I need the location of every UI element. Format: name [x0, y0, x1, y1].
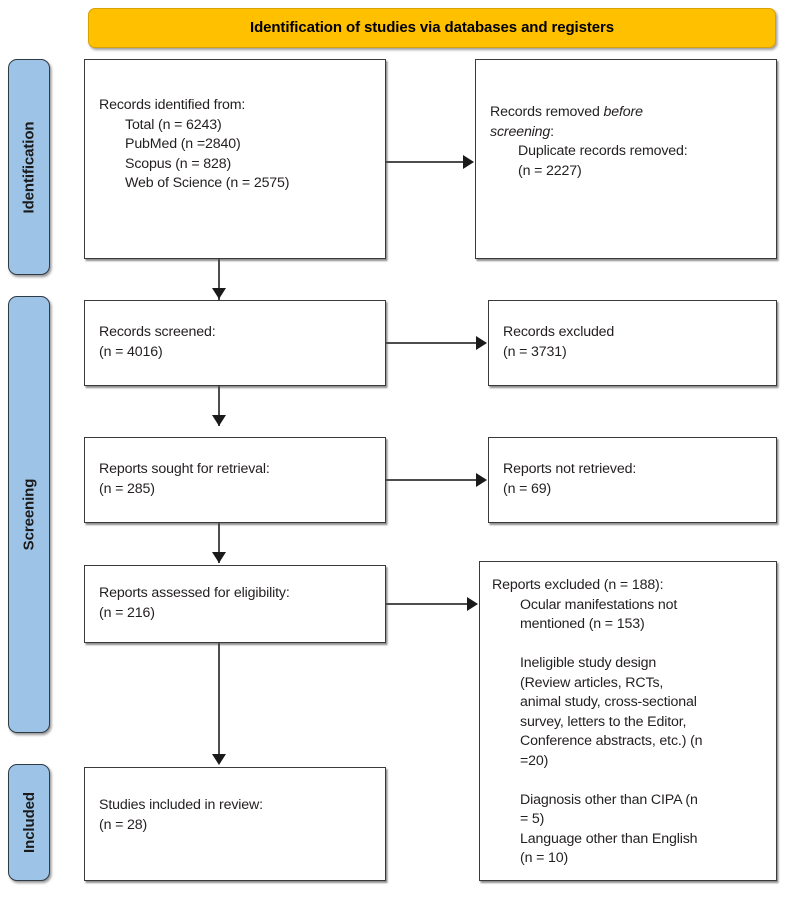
- reports-excluded-spacer-1: [492, 635, 770, 655]
- reports-excluded-r1-l2: mentioned (n = 153): [520, 616, 645, 632]
- box-records-identified: Records identified from: Total (n = 6243…: [84, 59, 386, 259]
- banner-title: Identification of studies via databases …: [250, 18, 614, 36]
- records-identified-line-1: Total (n = 6243): [125, 116, 222, 133]
- records-excluded-line-1: (n = 3731): [503, 343, 567, 360]
- records-removed-text-screening: screening: [490, 123, 551, 140]
- reports-excluded-spacer-2: [492, 771, 770, 791]
- box-records-removed-before-screening: Records removed before screening: Duplic…: [475, 59, 777, 259]
- records-excluded-line-0: Records excluded: [503, 324, 615, 340]
- reports-excluded-r3-l1: Diagnosis other than CIPA (n: [520, 791, 698, 808]
- records-identified-line-4: Web of Science (n = 2575): [125, 175, 290, 191]
- reports-sought-line-0: Reports sought for retrieval:: [99, 461, 270, 477]
- arrowhead-screened-to-excluded: [476, 335, 487, 350]
- reports-assessed-line-0: Reports assessed for eligibility:: [99, 585, 290, 601]
- records-identified-line-2: PubMed (n =2840): [125, 136, 241, 152]
- stage-tab-identification: Identification: [8, 59, 50, 275]
- connector-identified-to-screened: [218, 259, 221, 300]
- reports-excluded-r2-l1: Ineligible study design: [520, 655, 657, 671]
- stage-tab-screening: Screening: [8, 296, 50, 733]
- box-records-excluded: Records excluded (n = 3731): [488, 300, 777, 386]
- banner-identification-via-databases: Identification of studies via databases …: [88, 8, 776, 48]
- connector-screened-to-excluded: [386, 342, 477, 345]
- arrowhead-sought-to-assessed: [211, 552, 226, 563]
- box-studies-included: Studies included in review: (n = 28): [84, 767, 386, 881]
- reports-assessed-line-1: (n = 216): [99, 604, 155, 621]
- records-identified-line-3: Scopus (n = 828): [125, 155, 232, 172]
- reports-not-retrieved-line-0: Reports not retrieved:: [503, 461, 637, 477]
- records-removed-line-0: Records removed before: [490, 103, 768, 123]
- connector-screened-to-sought: [218, 386, 221, 426]
- stage-tab-included: Included: [8, 764, 50, 881]
- arrowhead-identified-to-removed: [463, 154, 474, 169]
- stage-label-included: Included: [20, 792, 38, 853]
- box-records-screened: Records screened: (n = 4016): [84, 300, 386, 386]
- records-removed-line-3: (n = 2227): [518, 162, 582, 179]
- reports-excluded-r2-l5: Conference abstracts, etc.) (n: [520, 733, 703, 749]
- studies-included-line-0: Studies included in review:: [99, 797, 263, 813]
- reports-excluded-r1-l1: Ocular manifestations not: [520, 596, 678, 613]
- reports-excluded-r4-l1: Language other than English: [520, 830, 698, 847]
- records-screened-line-1: (n = 4016): [99, 343, 163, 360]
- reports-excluded-heading: Reports excluded (n = 188):: [492, 577, 664, 593]
- records-removed-text-before: before: [603, 104, 643, 120]
- connector-assessed-to-included: [218, 643, 221, 755]
- records-identified-line-0: Records identified from:: [99, 97, 246, 113]
- reports-excluded-r2-l3: animal study, cross-sectional: [520, 694, 697, 710]
- stage-label-screening: Screening: [20, 478, 38, 551]
- connector-identified-to-removed: [386, 161, 464, 164]
- records-removed-text-a: Records removed: [490, 104, 604, 120]
- reports-sought-line-1: (n = 285): [99, 480, 155, 497]
- box-reports-assessed: Reports assessed for eligibility: (n = 2…: [84, 565, 386, 643]
- studies-included-line-1: (n = 28): [99, 816, 148, 833]
- records-removed-text-colon: :: [550, 123, 554, 140]
- arrowhead-assessed-to-included: [211, 754, 226, 765]
- reports-not-retrieved-line-1: (n = 69): [503, 480, 552, 497]
- reports-excluded-r3-l2: = 5): [520, 811, 545, 827]
- records-screened-line-0: Records screened:: [99, 324, 216, 340]
- connector-assessed-to-excluded: [386, 603, 468, 606]
- reports-excluded-r2-l6: =20): [520, 752, 549, 769]
- reports-excluded-r2-l4: survey, letters to the Editor,: [520, 713, 687, 730]
- arrowhead-sought-to-not-retrieved: [476, 472, 487, 487]
- reports-excluded-r2-l2: (Review articles, RCTs,: [520, 674, 664, 691]
- box-reports-excluded-detail: Reports excluded (n = 188): Ocular manif…: [479, 561, 777, 881]
- records-removed-line-1: screening:: [490, 123, 768, 143]
- records-removed-line-2: Duplicate records removed:: [518, 143, 688, 159]
- connector-sought-to-not-retrieved: [386, 479, 477, 482]
- box-reports-not-retrieved: Reports not retrieved: (n = 69): [488, 437, 777, 523]
- arrowhead-assessed-to-excluded: [467, 596, 478, 611]
- box-reports-sought: Reports sought for retrieval: (n = 285): [84, 437, 386, 523]
- reports-excluded-r4-l2: (n = 10): [520, 850, 569, 866]
- arrowhead-identified-to-screened: [211, 288, 226, 299]
- stage-label-identification: Identification: [20, 121, 38, 213]
- connector-sought-to-assessed: [218, 523, 221, 563]
- arrowhead-screened-to-sought: [211, 415, 226, 426]
